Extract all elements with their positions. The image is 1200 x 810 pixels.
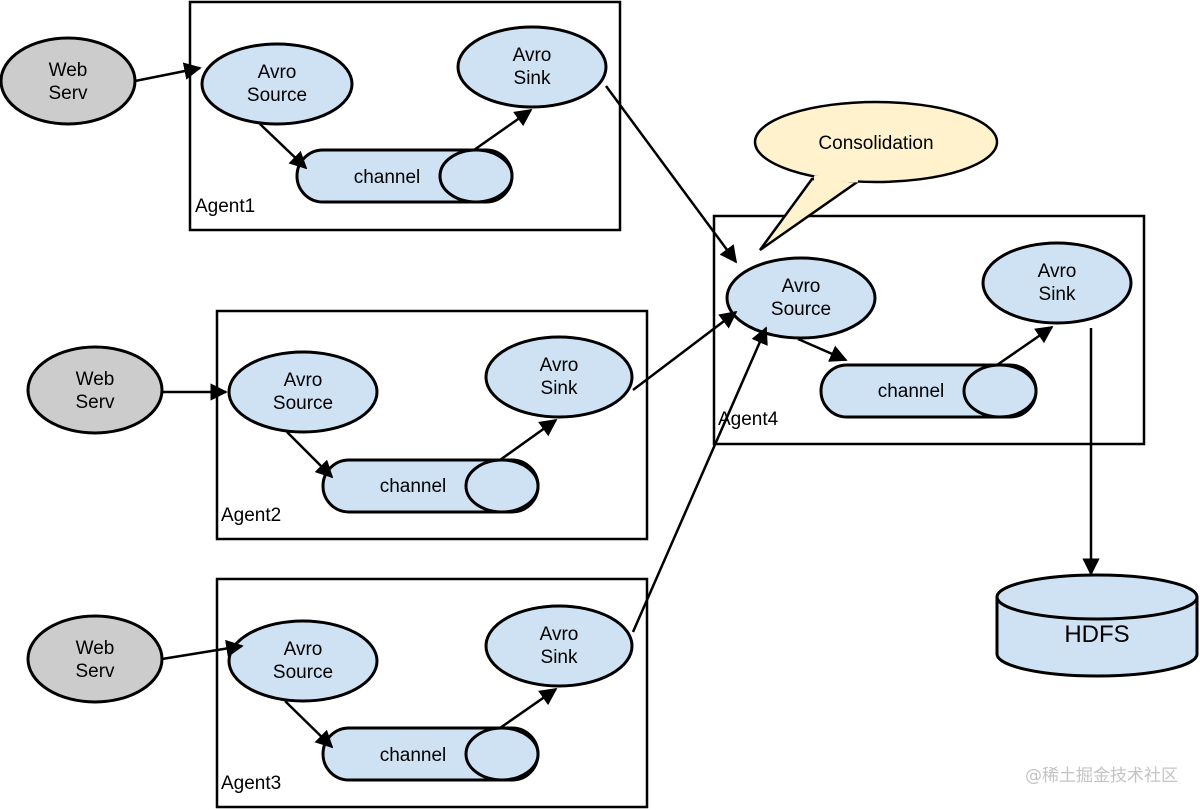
edge-web3-to-source3 (161, 639, 244, 661)
edge-web1-to-source1 (134, 62, 202, 83)
agent3-avro-sink-label-line2: Sink (541, 647, 578, 668)
agent4-avro-sink-label-line2: Sink (1039, 284, 1076, 305)
agent2-box (215, 309, 649, 541)
agent2-avro-source-label-line2: Source (273, 393, 333, 414)
agent2-channel-label: channel (380, 476, 447, 497)
agent4-avro-source-label-line2: Source (771, 299, 831, 320)
agent2-label: Agent2 (221, 505, 281, 526)
agent1-avro-source-node (200, 42, 354, 126)
agent2-channel-end (464, 458, 540, 514)
edge-sink3-to-source4 (631, 326, 768, 633)
agent3-label: Agent3 (221, 773, 281, 794)
agent1-label: Agent1 (195, 196, 255, 217)
agent4-channel-end (962, 363, 1038, 419)
edge-channel1-to-sink1 (473, 108, 533, 152)
agent3-avro-sink-label-line1: Avro (540, 624, 579, 645)
agent2-avro-source-node (227, 350, 379, 434)
agent1-avro-sink-node (456, 25, 608, 109)
edge-channel2-to-sink2 (499, 418, 558, 462)
web-server-2-label-line1: Web (76, 369, 115, 390)
edge-source3-to-channel3 (284, 700, 334, 749)
edge-source4-to-channel4 (797, 337, 848, 362)
web-server-3-label-line1: Web (76, 638, 115, 659)
edge-channel3-to-sink3 (499, 687, 558, 730)
edge-sink2-to-source4 (632, 310, 738, 391)
consolidation-callout-bubble (753, 100, 999, 184)
consolidation-callout: Consolidation (753, 100, 999, 252)
agent1-avro-source-label-line1: Avro (258, 62, 297, 83)
agent1-avro-sink-label-line1: Avro (513, 45, 552, 66)
agent1-box (188, 0, 622, 232)
agent4-avro-source-node (725, 256, 877, 340)
agent4-avro-source-label-line1: Avro (782, 276, 821, 297)
agent2-avro-sink-label-line2: Sink (541, 378, 578, 399)
agent4-group: Agent4 Avro Source Avro Sink channel (712, 214, 1146, 446)
web-server-3-node (26, 614, 164, 704)
web-server-2-label-line2: Serv (75, 392, 115, 413)
agent3-channel-end (464, 726, 540, 782)
web-server-3-label-line2: Serv (75, 661, 115, 682)
agent1-channel-label: channel (354, 167, 421, 188)
consolidation-callout-joint (813, 175, 859, 183)
agent4-avro-sink-node (981, 241, 1133, 325)
agent4-label: Agent4 (718, 409, 779, 430)
agent3-avro-sink-node (484, 604, 634, 688)
agent1-avro-sink-label-line2: Sink (514, 68, 551, 89)
consolidation-callout-tail (758, 177, 864, 252)
edge-sink1-to-source4 (604, 85, 738, 264)
agent3-avro-source-node (227, 619, 379, 703)
agent1-avro-source-label-line2: Source (247, 85, 307, 106)
agent2-avro-sink-label-line1: Avro (540, 355, 579, 376)
edge-source1-to-channel1 (259, 123, 308, 170)
agent4-channel-label: channel (878, 381, 945, 402)
agent3-avro-source-label-line1: Avro (284, 639, 323, 660)
web-server-1-label-line1: Web (49, 60, 88, 81)
agent2-avro-source-label-line1: Avro (284, 370, 323, 391)
agent3-channel-label: channel (380, 745, 447, 766)
agent1-channel-end (438, 148, 514, 204)
hdfs-cylinder-top (995, 573, 1199, 621)
consolidation-label: Consolidation (818, 133, 933, 154)
edge-channel4-to-sink4 (996, 325, 1054, 367)
agent2-group: Agent2 Web Serv Avro Source Avro Sink ch… (26, 309, 649, 541)
agent2-avro-sink-node (484, 335, 634, 419)
web-server-1-label-line2: Serv (48, 83, 88, 104)
web-server-1-node (0, 36, 137, 126)
hdfs-storage: HDFS (995, 573, 1199, 678)
agent4-avro-sink-label-line1: Avro (1038, 261, 1077, 282)
agent3-box (215, 577, 649, 809)
agent3-group: Agent3 Web Serv Avro Source Avro Sink ch… (26, 577, 649, 809)
watermark-text: @稀土掘金技术社区 (1025, 766, 1178, 786)
agent3-avro-source-label-line2: Source (273, 662, 333, 683)
agent1-group: Agent1 Web Serv Avro Source Avro Sink ch… (0, 0, 622, 232)
edge-source2-to-channel2 (286, 431, 334, 479)
hdfs-label: HDFS (1064, 621, 1129, 648)
web-server-2-node (26, 345, 164, 435)
